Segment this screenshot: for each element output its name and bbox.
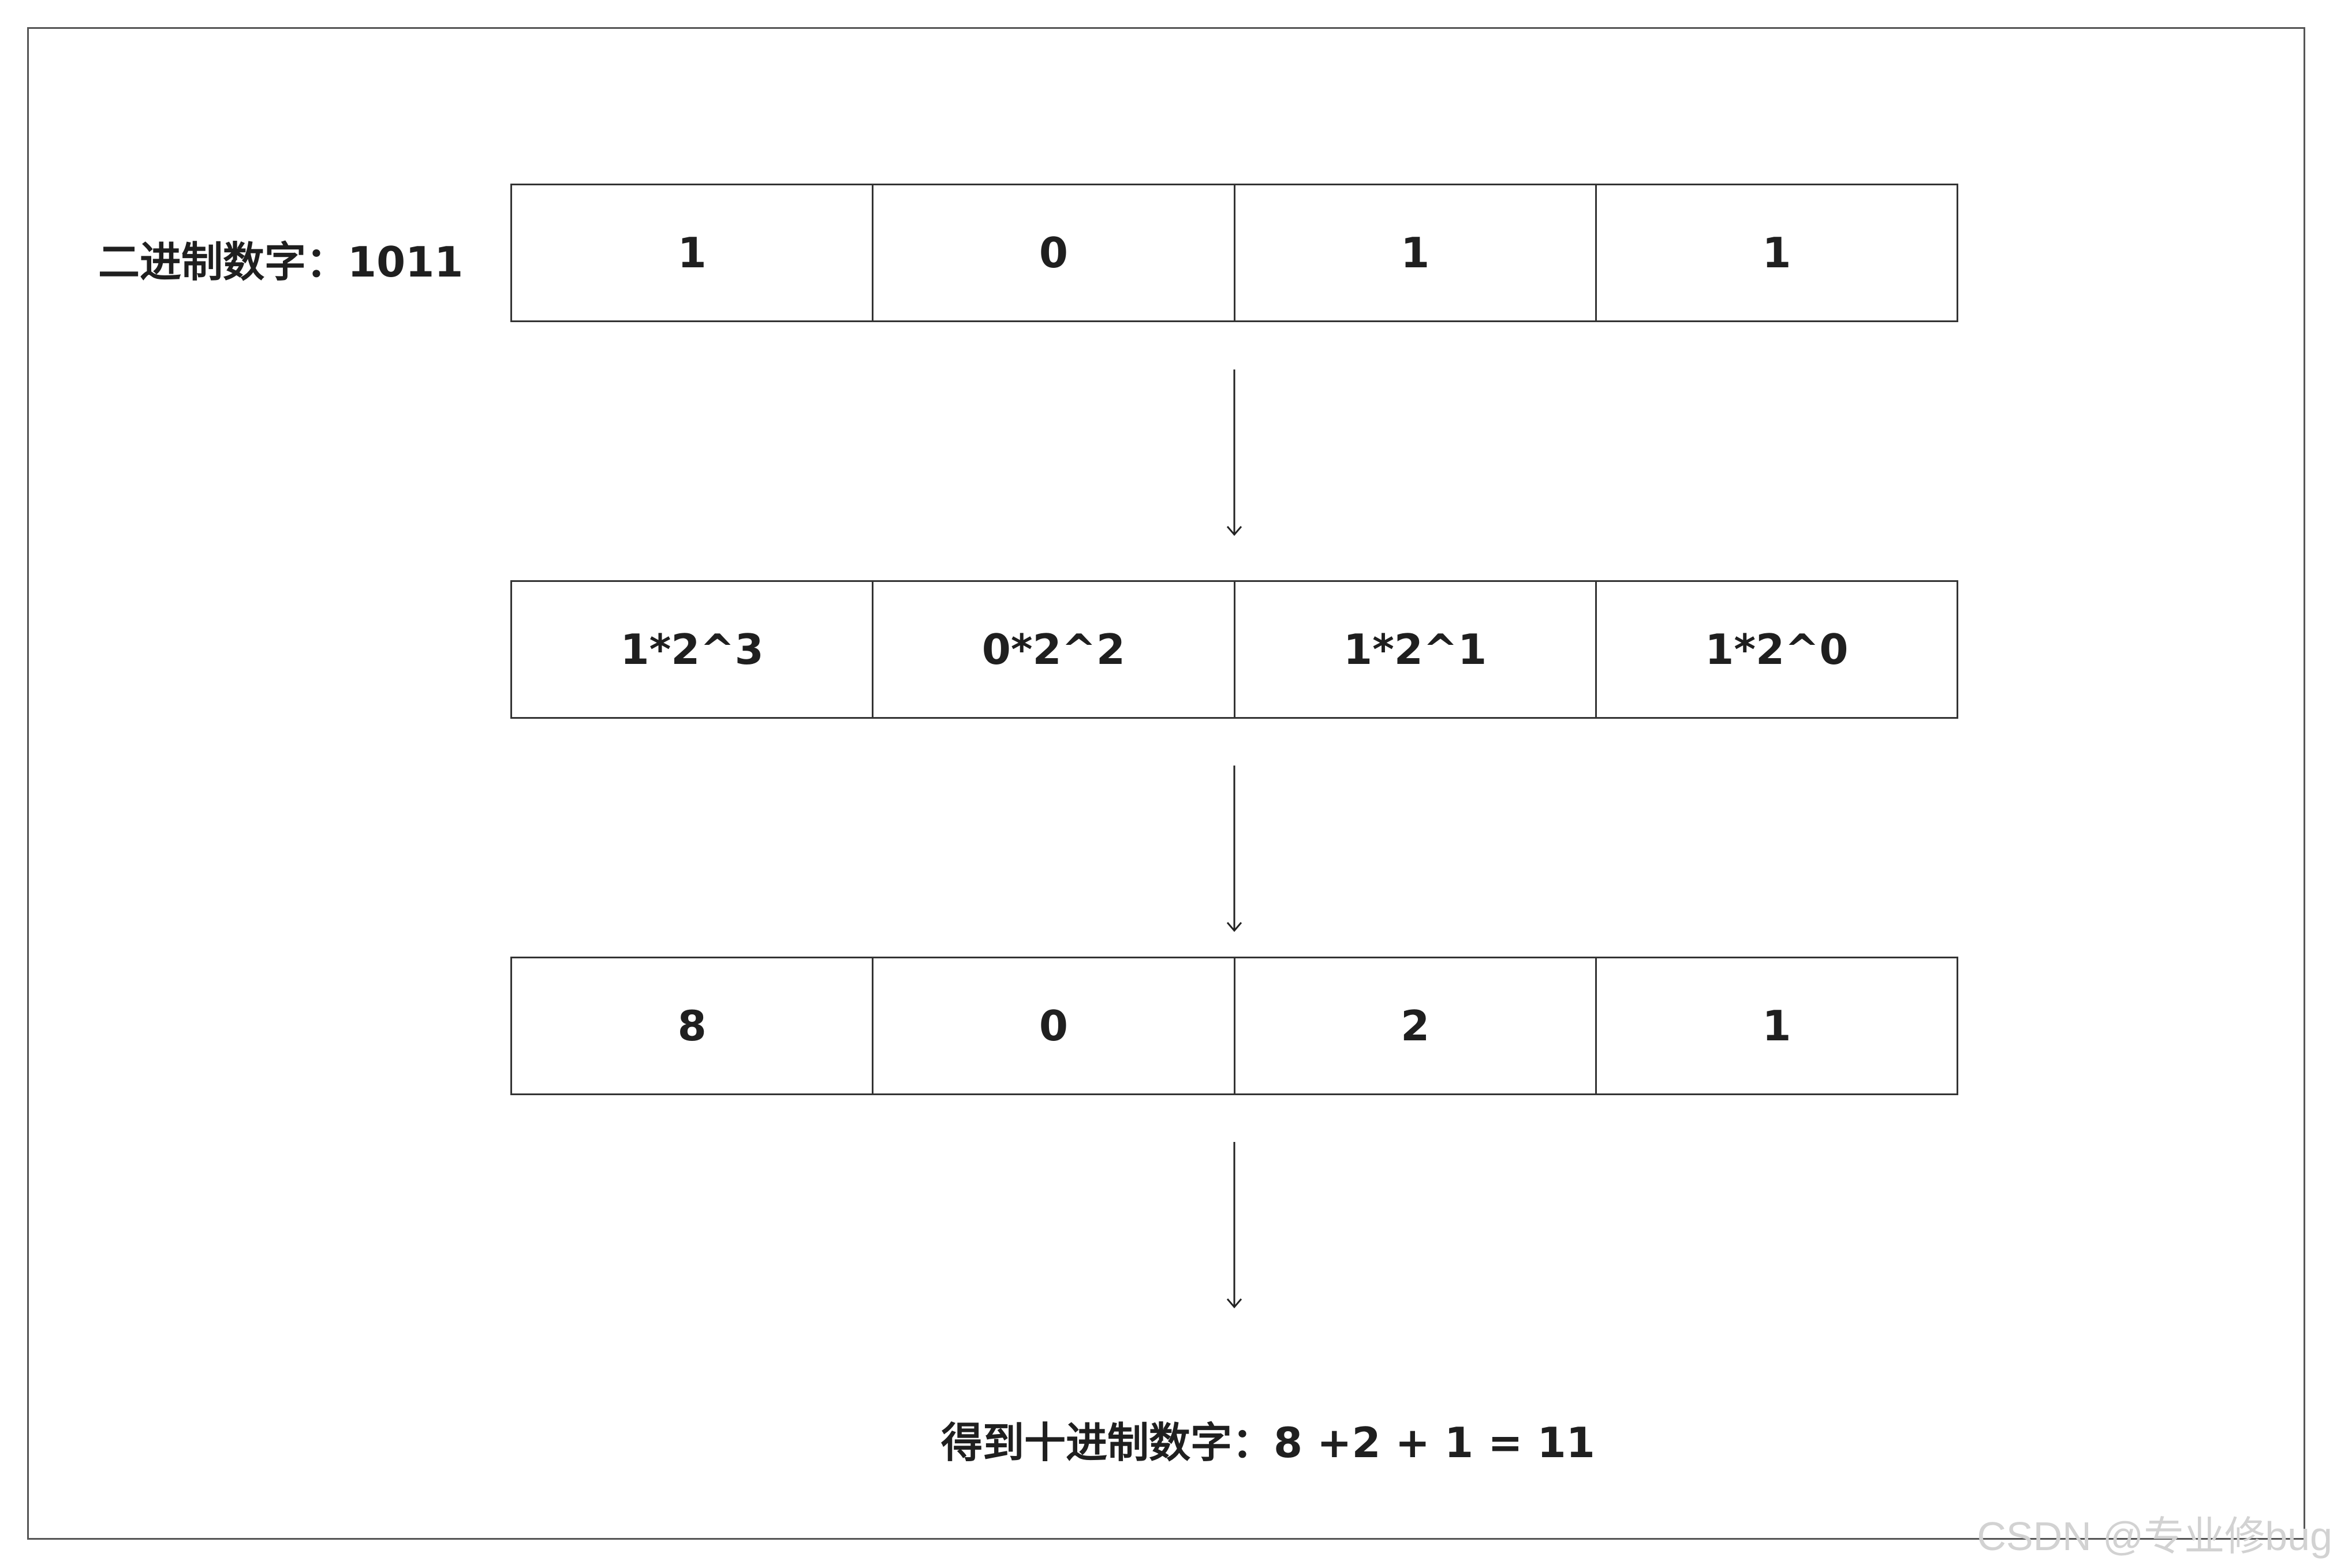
binary-digit-cell: 1 (512, 185, 874, 320)
diagram-frame (27, 27, 2305, 1540)
binary-digits-row: 1 0 1 1 (510, 184, 1958, 322)
power-term-cell: 1*2^1 (1235, 582, 1597, 717)
power-expansion-row: 1*2^3 0*2^2 1*2^1 1*2^0 (510, 580, 1958, 719)
decimal-values-row: 8 0 2 1 (510, 957, 1958, 1095)
binary-digit-cell: 0 (873, 185, 1235, 320)
binary-digit-cell: 1 (1235, 185, 1597, 320)
decimal-value-cell: 2 (1235, 958, 1597, 1093)
power-term-cell: 1*2^0 (1705, 625, 1849, 674)
down-arrow-icon (1226, 369, 1242, 536)
binary-digit-cell: 1 (1762, 229, 1791, 277)
decimal-result-label: 得到十进制数字：8 +2 + 1 = 11 (941, 1418, 1595, 1467)
watermark-text: CSDN @专业修bug (1977, 1514, 2332, 1559)
down-arrow-icon (1226, 766, 1242, 932)
decimal-value-cell: 0 (873, 958, 1235, 1093)
down-arrow-icon (1226, 1142, 1242, 1309)
decimal-value-cell: 8 (512, 958, 874, 1093)
power-term-cell: 1*2^3 (512, 582, 874, 717)
decimal-value-cell: 1 (1762, 1002, 1791, 1050)
binary-number-label: 二进制数字：1011 (98, 238, 464, 286)
power-term-cell: 0*2^2 (873, 582, 1235, 717)
